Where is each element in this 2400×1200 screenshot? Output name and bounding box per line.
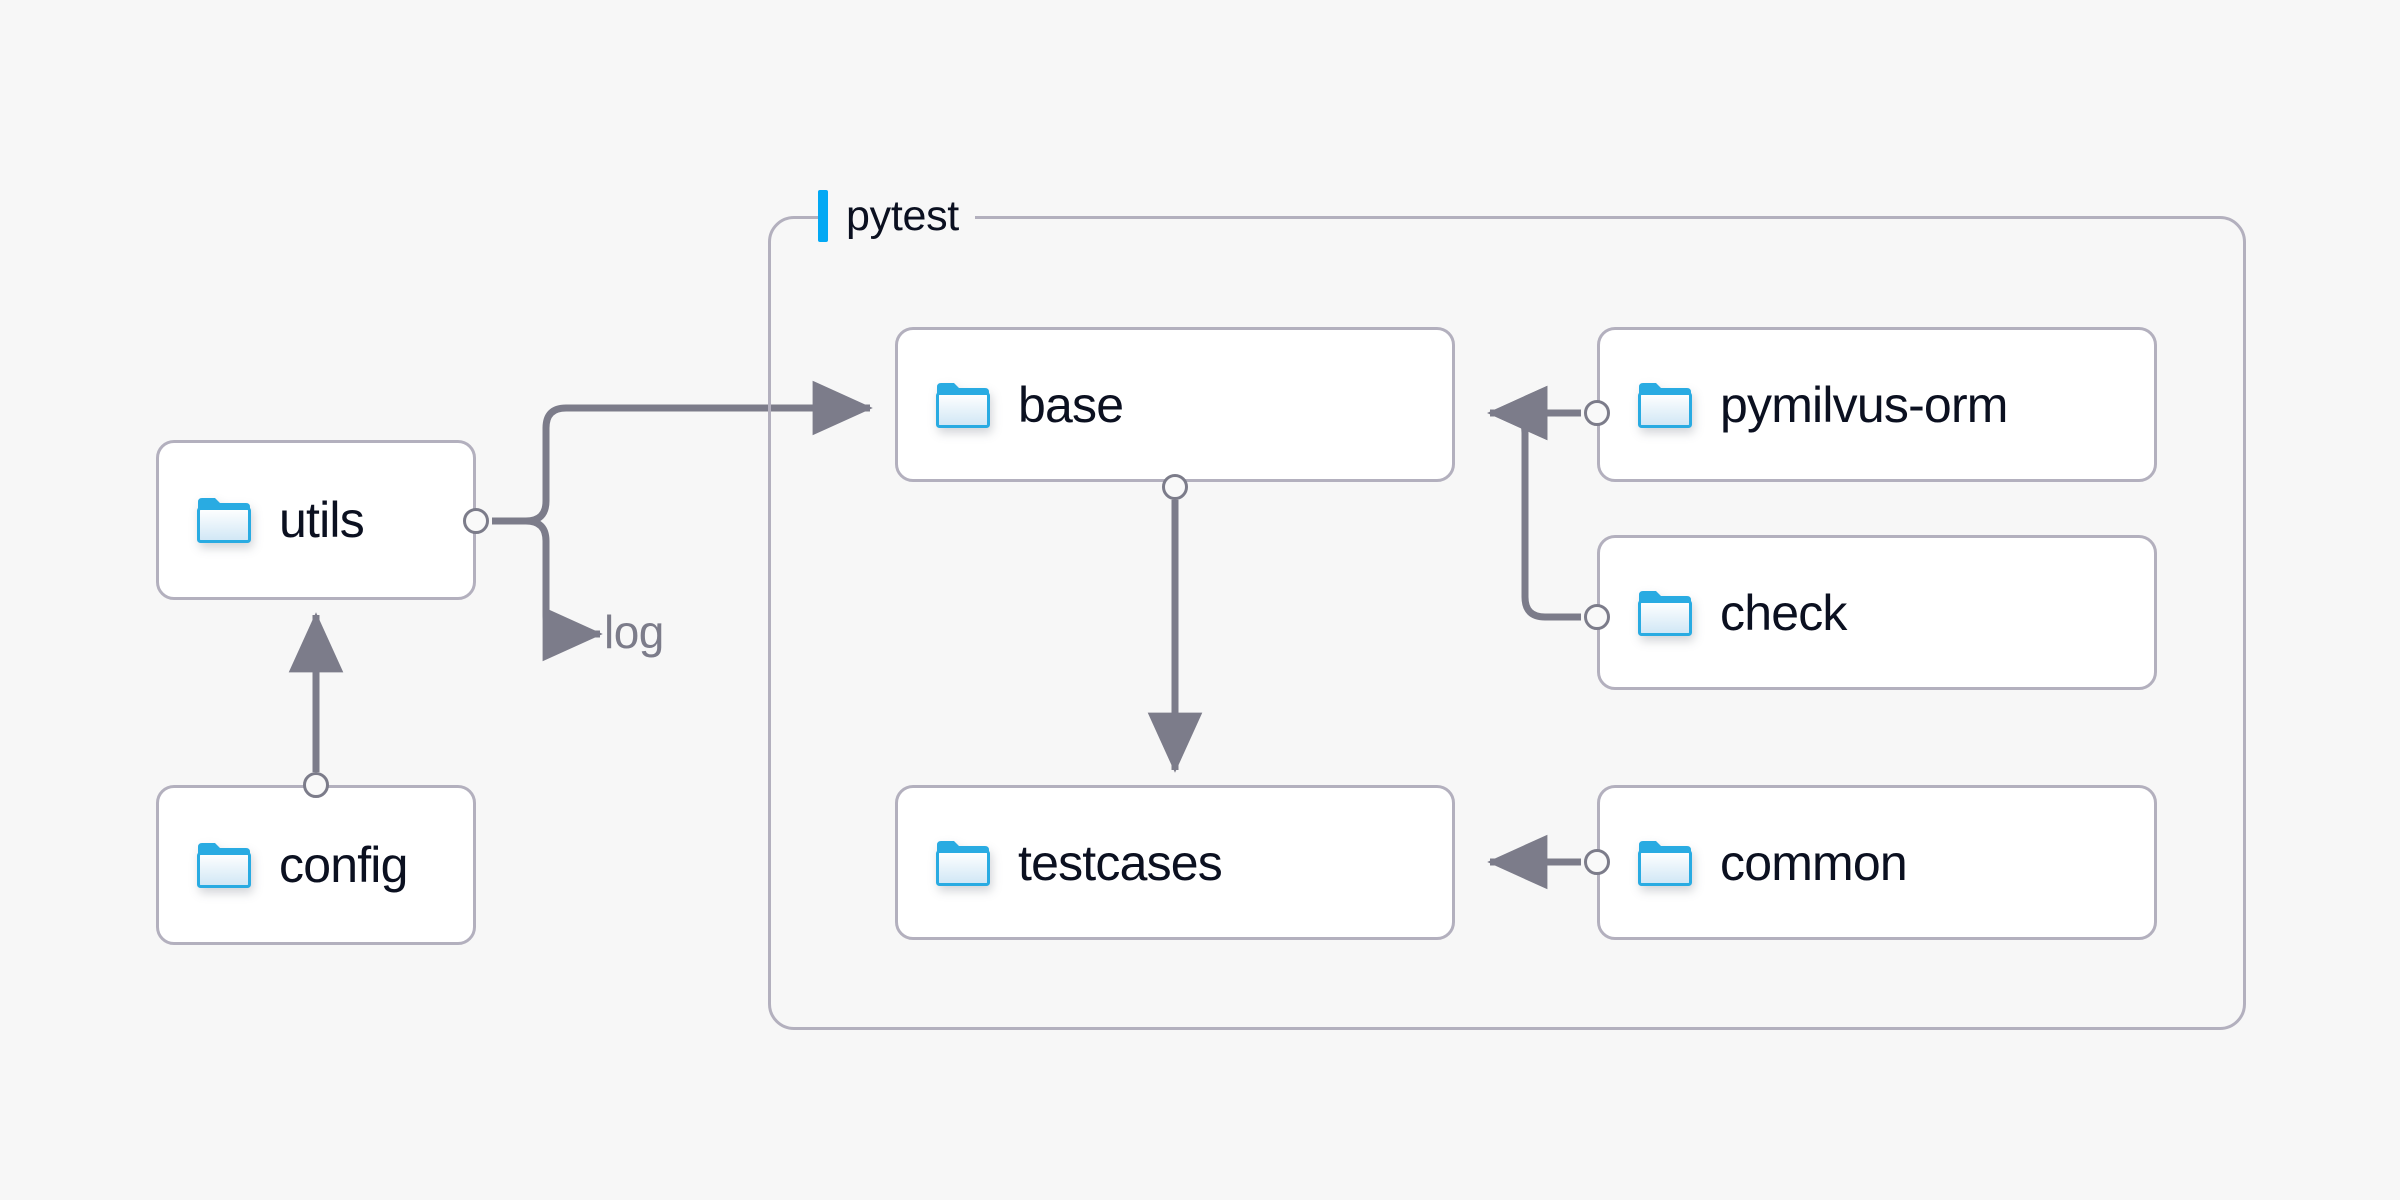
node-label-common: common [1720, 834, 1908, 891]
node-content: utils [159, 491, 473, 549]
group-container-pytest[interactable] [768, 216, 2246, 1030]
port-pymilvus-orm-left[interactable] [1584, 400, 1610, 426]
node-content: config [159, 836, 473, 894]
node-testcases[interactable]: testcases [895, 785, 1455, 940]
port-check-left[interactable] [1584, 604, 1610, 630]
node-check[interactable]: check [1597, 535, 2157, 690]
node-content: check [1600, 584, 2154, 642]
node-pymilvus-orm[interactable]: pymilvus-orm [1597, 327, 2157, 482]
folder-icon [934, 380, 992, 430]
node-label-utils: utils [279, 492, 365, 548]
group-title: pytest [846, 191, 959, 240]
edge-label-log-label: log [604, 606, 664, 658]
node-label-testcases: testcases [1018, 834, 1223, 891]
folder-icon [195, 495, 253, 545]
group-accent-bar-icon [818, 190, 828, 242]
node-content: common [1600, 834, 2154, 892]
node-label-pymilvus-orm: pymilvus-orm [1720, 376, 2008, 433]
node-content: testcases [898, 834, 1452, 892]
port-common-left[interactable] [1584, 849, 1610, 875]
node-label-config: config [279, 837, 408, 893]
folder-icon [1636, 380, 1694, 430]
folder-icon [934, 838, 992, 888]
node-utils[interactable]: utils [156, 440, 476, 600]
port-utils-right[interactable] [463, 508, 489, 534]
node-label-base: base [1018, 376, 1124, 433]
node-content: pymilvus-orm [1600, 376, 2154, 434]
node-base[interactable]: base [895, 327, 1455, 482]
node-content: base [898, 376, 1452, 434]
edge-utils-to-log[interactable] [492, 517, 603, 662]
folder-icon [195, 840, 253, 890]
node-label-check: check [1720, 584, 1847, 641]
port-config-top[interactable] [303, 772, 329, 798]
node-config[interactable]: config [156, 785, 476, 945]
node-common[interactable]: common [1597, 785, 2157, 940]
group-label-pytest: pytest [818, 185, 975, 247]
folder-icon [1636, 838, 1694, 888]
port-base-bottom[interactable] [1162, 474, 1188, 500]
folder-icon [1636, 588, 1694, 638]
